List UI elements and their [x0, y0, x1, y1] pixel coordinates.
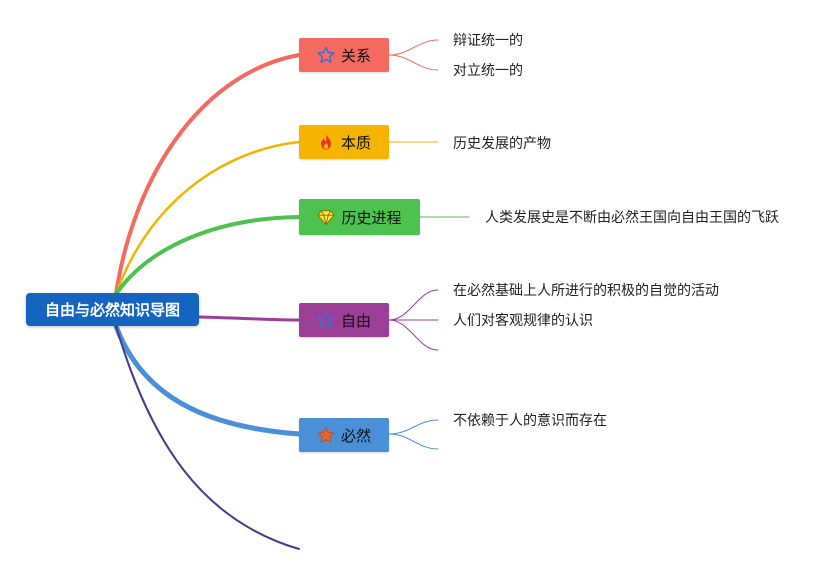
leaf-text: 人类发展史是不断由必然王国向自由王国的飞跃 [485, 210, 779, 226]
branch-label: 自由 [340, 311, 371, 330]
leaf-text: 历史发展的产物 [453, 136, 551, 152]
leaf-connector [388, 433, 439, 450]
root-label: 自由与必然知识导图 [44, 301, 180, 319]
connector-benzhi [114, 140, 301, 296]
star-outline-icon [317, 311, 335, 329]
connector-biran [113, 323, 302, 437]
branch-node-guanxi[interactable]: 关系 [299, 38, 389, 72]
branch-node-biran[interactable]: 必然 [299, 418, 389, 452]
branch-node-ziyou[interactable]: 自由 [299, 303, 389, 337]
leaf-text: 辩证统一的 [453, 33, 523, 49]
branch-node-lishijincheng[interactable]: 历史进程 [299, 199, 420, 235]
leaf-connector [388, 419, 439, 435]
flame-icon [317, 133, 335, 151]
leaf-text: 在必然基础上人所进行的积极的自觉的活动 [453, 283, 719, 299]
leaf-text: 人们对客观规律的认识 [453, 313, 593, 329]
connector-blank [115, 325, 300, 550]
leaf-text: 对立统一的 [453, 63, 523, 79]
leaf-connector [388, 289, 439, 321]
leaf-connector [388, 54, 439, 71]
branch-label: 本质 [340, 133, 371, 152]
star-outline-icon [317, 46, 335, 64]
leaf-connector [388, 319, 439, 351]
connector-ziyou [197, 315, 301, 322]
root-node[interactable]: 自由与必然知识导图 [26, 293, 199, 326]
leaf-text: 不依赖于人的意识而存在 [453, 413, 607, 429]
connector-guanxi [114, 53, 301, 296]
branch-label: 必然 [340, 426, 371, 445]
branch-node-benzhi[interactable]: 本质 [299, 125, 389, 159]
star-filled-icon [317, 426, 335, 444]
leaf-connector [388, 39, 439, 56]
diamond-icon [317, 208, 336, 226]
branch-label: 历史进程 [341, 208, 402, 227]
connector-lishijincheng [114, 215, 301, 296]
branch-label: 关系 [340, 46, 371, 65]
